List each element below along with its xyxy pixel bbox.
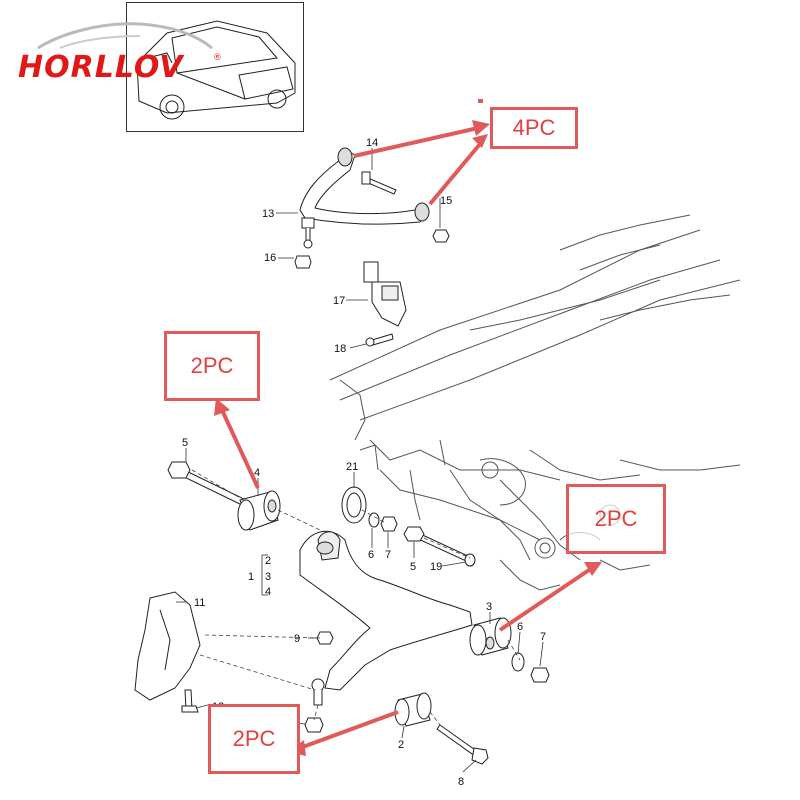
car-icon xyxy=(136,20,296,120)
part-number: 7 xyxy=(540,631,546,643)
part-number: 4 xyxy=(265,586,271,598)
part-number: 5 xyxy=(410,561,416,573)
subframe-drawing xyxy=(329,214,741,591)
callout-bushing-4-qty: 2PC xyxy=(164,331,260,401)
bushing-2-assembly xyxy=(394,692,489,765)
callout-bushing-3-qty: 2PC xyxy=(566,484,666,554)
part-number: 6 xyxy=(517,621,523,633)
part-number: 18 xyxy=(334,343,346,355)
callout-bushing-2-qty: 2PC xyxy=(208,704,300,774)
part-number: 15 xyxy=(440,195,452,207)
part-number: 4 xyxy=(254,467,260,479)
part-number: 16 xyxy=(264,252,276,264)
part-number: 13 xyxy=(262,208,274,220)
part-number: 17 xyxy=(333,295,345,307)
bushing-4-assembly xyxy=(167,461,281,531)
splash-shield-11 xyxy=(134,591,201,713)
part-number: 6 xyxy=(368,549,374,561)
registered-mark: ® xyxy=(214,52,221,62)
part-number: 2 xyxy=(265,555,271,567)
part-number: 11 xyxy=(194,597,205,609)
part-number: 3 xyxy=(265,571,271,583)
car-silhouette-icon xyxy=(37,22,213,50)
callout-arrows xyxy=(214,120,602,756)
part-number-leaders xyxy=(176,148,544,773)
part-number: 21 xyxy=(346,461,358,473)
sensor-bracket xyxy=(363,261,407,347)
part-number: 5 xyxy=(182,437,188,449)
bushing-3-assembly xyxy=(469,617,550,683)
part-number: 1 xyxy=(248,571,254,583)
lower-control-arm xyxy=(299,530,473,706)
part-number: 14 xyxy=(366,137,378,149)
callout-upper-arm-qty: 4PC xyxy=(490,107,578,149)
leader-lines xyxy=(191,469,521,726)
upper-control-arm xyxy=(294,147,450,269)
part-number: 19 xyxy=(430,561,442,573)
bushing-21-assembly xyxy=(341,486,398,532)
callout-marker xyxy=(478,99,483,103)
nuts-9-10 xyxy=(304,631,334,733)
part-number: 7 xyxy=(385,549,391,561)
part-number: 2 xyxy=(398,739,404,751)
part-number: 8 xyxy=(458,776,464,788)
part-number: 9 xyxy=(294,633,300,645)
vehicle-inset xyxy=(126,2,304,132)
brand-name: HORLLOV xyxy=(18,50,184,85)
part-number: 3 xyxy=(486,601,492,613)
